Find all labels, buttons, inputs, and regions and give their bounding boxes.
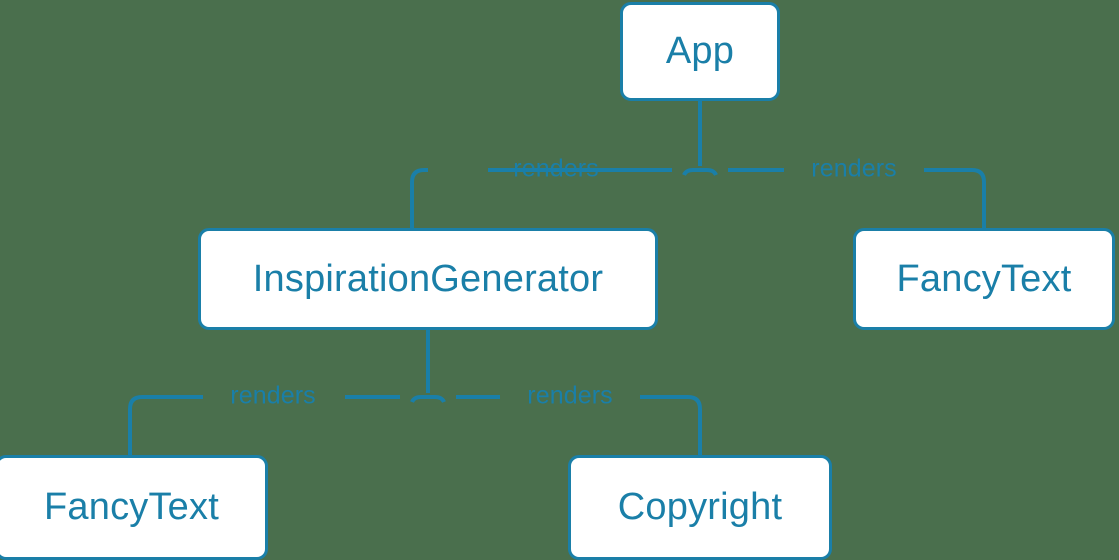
node-app[interactable]: App <box>620 2 780 101</box>
edge-label-inspgen-to-fancytext: renders <box>230 381 316 410</box>
edge-app-to-fancytext-a <box>700 168 718 176</box>
edge-inspgen-to-fancytext-a <box>410 395 428 403</box>
edge-inspgen-to-copyright-a <box>428 395 446 403</box>
node-inspiration-generator[interactable]: InspirationGenerator <box>198 228 658 330</box>
node-fancy-text-bottom[interactable]: FancyText <box>0 455 268 560</box>
edge-inspgen-to-fancytext-c <box>128 395 203 455</box>
node-copyright[interactable]: Copyright <box>568 455 832 560</box>
edge-label-inspgen-to-copyright: renders <box>527 381 613 410</box>
edge-app-to-fancytext-c <box>924 168 986 228</box>
edge-app-to-inspgen-c <box>410 168 428 228</box>
node-fancy-text-top[interactable]: FancyText <box>853 228 1115 330</box>
edge-app-to-inspgen-a <box>682 168 700 176</box>
edge-label-app-to-fancytext: renders <box>811 154 897 183</box>
edge-label-app-to-inspgen: renders <box>513 154 599 183</box>
edge-inspgen-to-copyright-c <box>640 395 702 455</box>
